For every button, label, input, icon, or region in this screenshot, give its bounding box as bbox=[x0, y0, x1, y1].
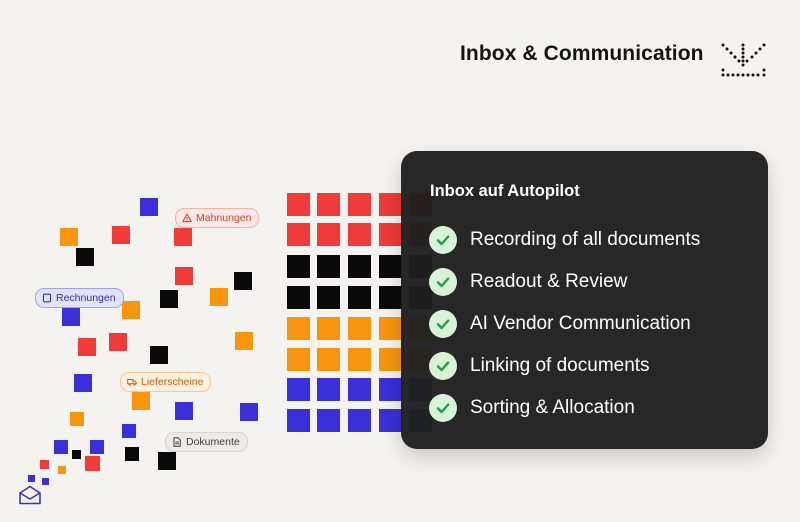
document-square bbox=[90, 440, 104, 454]
warning-icon bbox=[182, 213, 192, 223]
tag-lieferscheine: Lieferscheine bbox=[120, 372, 212, 392]
feature-item: Readout & Review bbox=[429, 268, 627, 296]
receipt-icon bbox=[42, 293, 52, 303]
tag-rechnungen: Rechnungen bbox=[35, 288, 124, 308]
grid-square bbox=[317, 255, 340, 278]
autopilot-panel: Inbox auf Autopilot Recording of all doc… bbox=[401, 151, 768, 449]
document-icon bbox=[173, 437, 181, 447]
grid-square bbox=[317, 223, 340, 246]
document-square bbox=[42, 478, 49, 485]
feature-label: Sorting & Allocation bbox=[470, 397, 635, 418]
document-square bbox=[60, 228, 78, 246]
grid-square bbox=[317, 286, 340, 309]
grid-square bbox=[348, 348, 371, 371]
grid-square bbox=[348, 409, 371, 432]
document-square bbox=[28, 475, 35, 482]
document-square bbox=[174, 228, 192, 246]
grid-square bbox=[317, 378, 340, 401]
grid-square bbox=[287, 409, 310, 432]
document-square bbox=[150, 346, 168, 364]
truck-icon bbox=[127, 379, 137, 386]
document-square bbox=[122, 424, 136, 438]
document-square bbox=[240, 403, 258, 421]
feature-label: Recording of all documents bbox=[470, 229, 701, 250]
feature-item: Linking of documents bbox=[429, 352, 650, 380]
check-icon bbox=[429, 394, 457, 422]
document-square bbox=[158, 452, 176, 470]
feature-label: Readout & Review bbox=[470, 271, 628, 292]
document-square bbox=[175, 402, 193, 420]
document-square bbox=[122, 301, 140, 319]
tag-label: Mahnungen bbox=[196, 212, 252, 224]
grid-square bbox=[348, 378, 371, 401]
document-square bbox=[234, 272, 252, 290]
grid-square bbox=[287, 378, 310, 401]
feature-item: Sorting & Allocation bbox=[429, 394, 635, 422]
grid-square bbox=[379, 286, 402, 309]
document-square bbox=[72, 450, 81, 459]
tag-label: Dokumente bbox=[186, 436, 240, 448]
grid-square bbox=[379, 317, 402, 340]
document-square bbox=[40, 460, 49, 469]
grid-square bbox=[287, 317, 310, 340]
document-square bbox=[85, 456, 100, 471]
grid-square bbox=[287, 193, 310, 216]
document-square bbox=[76, 248, 94, 266]
grid-square bbox=[287, 348, 310, 371]
document-square bbox=[78, 338, 96, 356]
check-icon bbox=[429, 226, 457, 254]
grid-square bbox=[379, 409, 402, 432]
document-square bbox=[54, 440, 68, 454]
grid-square bbox=[379, 223, 402, 246]
document-square bbox=[125, 447, 139, 461]
tag-dokumente: Dokumente bbox=[165, 432, 248, 452]
document-square bbox=[112, 226, 130, 244]
document-square bbox=[70, 412, 84, 426]
grid-square bbox=[348, 193, 371, 216]
document-square bbox=[58, 466, 66, 474]
grid-square bbox=[348, 223, 371, 246]
document-square bbox=[235, 332, 253, 350]
document-square bbox=[175, 267, 193, 285]
feature-item: Recording of all documents bbox=[429, 226, 700, 254]
check-icon bbox=[429, 310, 457, 338]
feature-label: Linking of documents bbox=[470, 355, 650, 376]
panel-title: Inbox auf Autopilot bbox=[430, 182, 580, 200]
grid-square bbox=[287, 286, 310, 309]
grid-square bbox=[348, 317, 371, 340]
grid-square bbox=[317, 348, 340, 371]
grid-square bbox=[379, 255, 402, 278]
document-square bbox=[132, 392, 150, 410]
page-title: Inbox & Communication bbox=[460, 42, 704, 65]
check-icon bbox=[429, 352, 457, 380]
document-square bbox=[109, 333, 127, 351]
tag-label: Lieferscheine bbox=[141, 376, 204, 388]
document-square bbox=[74, 374, 92, 392]
document-square bbox=[62, 308, 80, 326]
grid-square bbox=[287, 255, 310, 278]
document-square bbox=[160, 290, 178, 308]
grid-square bbox=[379, 193, 402, 216]
grid-square bbox=[287, 223, 310, 246]
grid-square bbox=[348, 286, 371, 309]
document-square bbox=[140, 198, 158, 216]
grid-square bbox=[317, 409, 340, 432]
grid-square bbox=[348, 255, 371, 278]
grid-square bbox=[317, 193, 340, 216]
document-square bbox=[210, 288, 228, 306]
check-icon bbox=[429, 268, 457, 296]
grid-square bbox=[317, 317, 340, 340]
feature-item: AI Vendor Communication bbox=[429, 310, 691, 338]
mail-icon bbox=[19, 485, 41, 505]
grid-square bbox=[379, 378, 402, 401]
tag-label: Rechnungen bbox=[56, 292, 116, 304]
feature-label: AI Vendor Communication bbox=[470, 313, 691, 334]
dotted-arrow-logo-icon bbox=[721, 43, 766, 77]
tag-mahnungen: Mahnungen bbox=[175, 208, 260, 228]
grid-square bbox=[379, 348, 402, 371]
